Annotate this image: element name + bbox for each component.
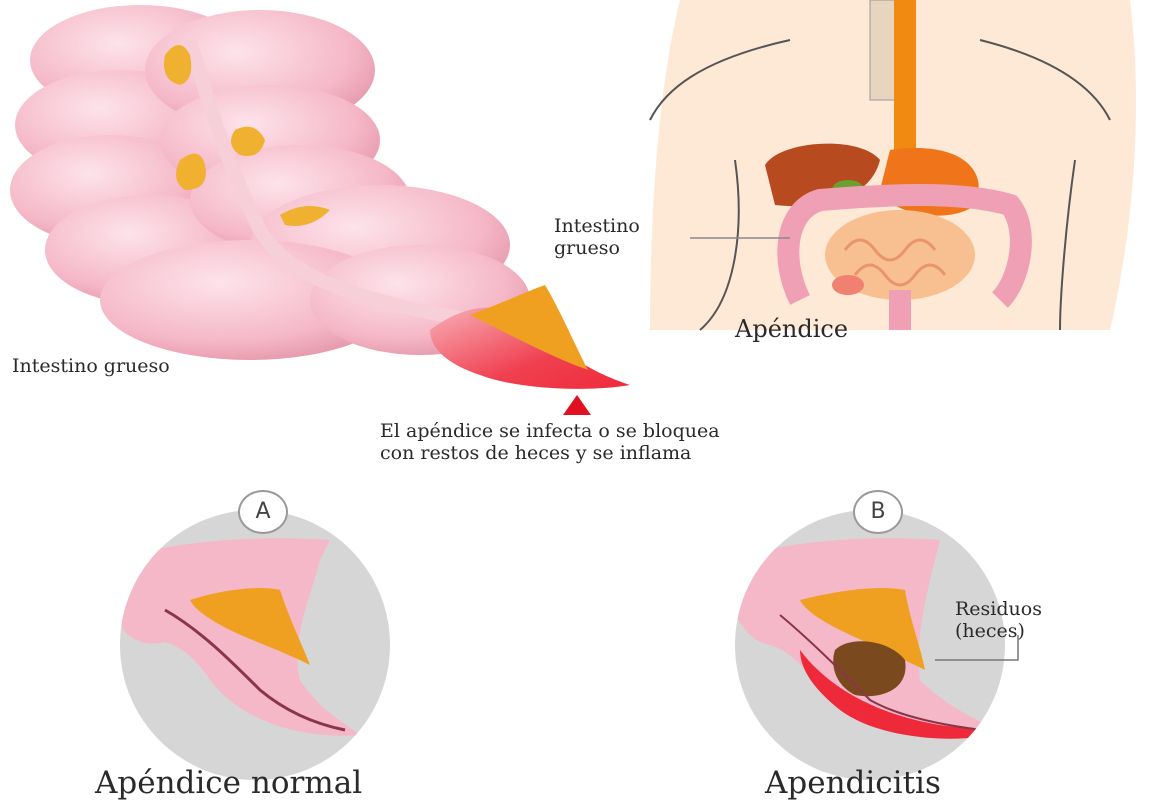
torso-illustration — [650, 0, 1136, 330]
label-colon-left: Intestino grueso — [12, 355, 170, 377]
label-colon-torso-line1: Intestino — [554, 215, 640, 237]
label-residue: Residuos (heces) — [955, 598, 1042, 642]
colon-lobes — [10, 5, 530, 360]
caption: El apéndice se infecta o se bloquea con … — [380, 420, 720, 464]
label-residue-line2: (heces) — [955, 620, 1042, 642]
panel-a-letter: A — [238, 490, 288, 534]
pointer-triangle — [563, 395, 591, 415]
label-residue-line1: Residuos — [955, 598, 1042, 620]
panel-b-title: Apendicitis — [765, 765, 941, 801]
panel-b-diagram — [725, 510, 1018, 780]
panel-b-letter: B — [853, 490, 903, 534]
label-colon-torso: Intestino grueso — [554, 215, 640, 259]
caption-line1: El apéndice se infecta o se bloquea — [380, 420, 720, 442]
caption-line2: con restos de heces y se inflama — [380, 442, 720, 464]
label-appendix-torso: Apéndice — [735, 315, 848, 343]
panel-a-title: Apéndice normal — [95, 765, 362, 801]
panel-a-diagram — [110, 510, 390, 780]
label-colon-torso-line2: grueso — [554, 237, 640, 259]
